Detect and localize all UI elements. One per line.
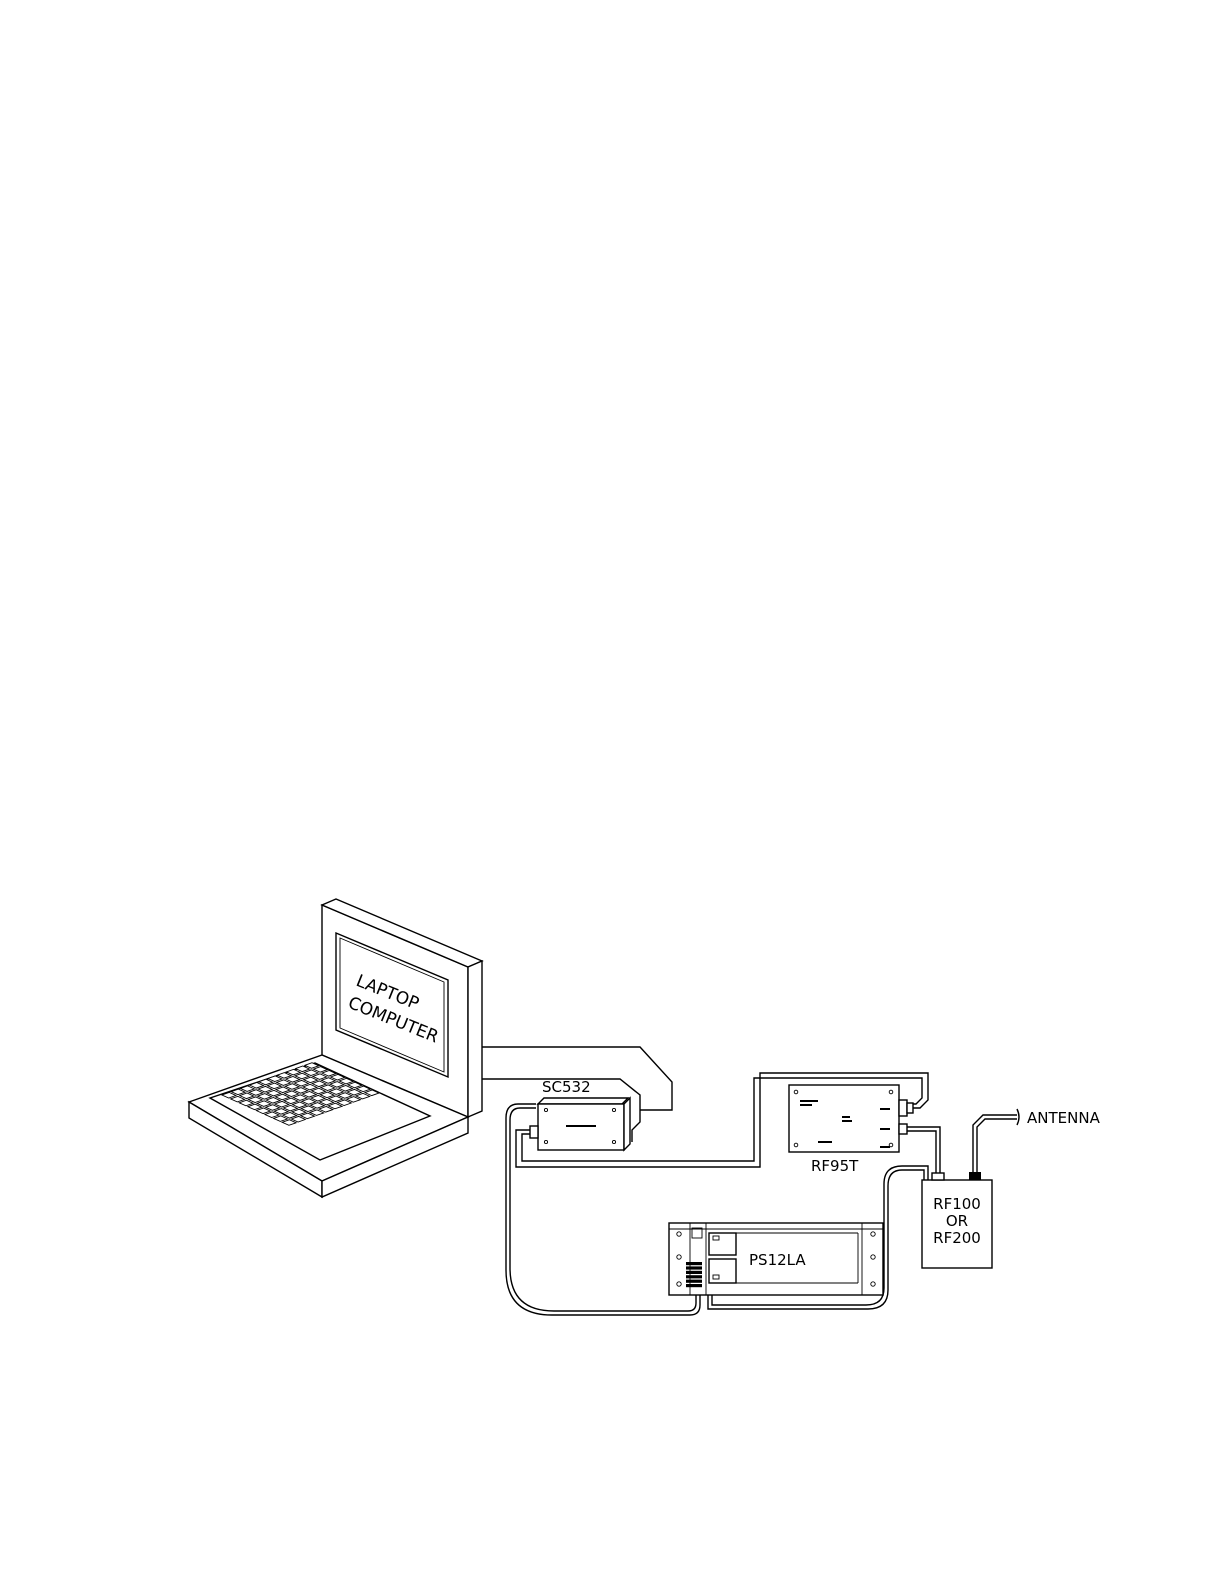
- radio-label-line3: RF200: [933, 1229, 981, 1247]
- sc532-label: SC532: [542, 1078, 591, 1096]
- ps12la-power-supply: PS12LA: [669, 1223, 883, 1295]
- rf95t-modem: RF95T: [789, 1085, 913, 1175]
- radio-label-line2: OR: [946, 1212, 968, 1230]
- terminal-screw: [686, 1284, 702, 1287]
- sc532-interface: SC532: [530, 1078, 630, 1150]
- terminal-screw: [686, 1280, 702, 1283]
- terminal-screw: [686, 1275, 702, 1278]
- laptop-computer: LAPTOP COMPUTER: [189, 899, 482, 1197]
- antenna-cable: ANTENNA: [973, 1109, 1101, 1178]
- antenna-label: ANTENNA: [1027, 1109, 1101, 1127]
- radio-label-line1: RF100: [933, 1195, 981, 1213]
- terminal-screw: [686, 1262, 702, 1265]
- terminal-screw: [686, 1271, 702, 1274]
- ps12la-label: PS12LA: [749, 1251, 806, 1269]
- rf95t-label: RF95T: [811, 1157, 859, 1175]
- terminal-screw: [686, 1266, 702, 1269]
- rf100-rf200-radio: RF100 OR RF200: [922, 1172, 992, 1268]
